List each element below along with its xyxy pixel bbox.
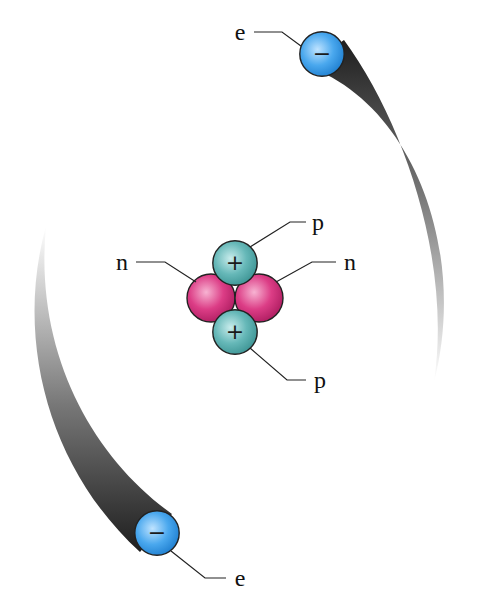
particle-circle	[213, 310, 257, 354]
leader-line	[276, 262, 336, 282]
leader-line	[136, 262, 196, 282]
leader-line	[254, 32, 305, 49]
part-label: n	[344, 250, 356, 274]
leader-line	[250, 348, 306, 380]
leader-line	[250, 222, 306, 247]
charge-sign: +	[212, 240, 258, 286]
orbit-trail	[306, 40, 444, 382]
part-label: p	[314, 368, 326, 392]
particle-circle	[300, 32, 344, 76]
electron: −	[299, 31, 345, 77]
orbit-trail	[35, 226, 172, 552]
part-label: e	[235, 566, 246, 590]
leader-line	[171, 551, 226, 578]
proton: +	[212, 240, 258, 286]
particle-circle	[213, 241, 257, 285]
electron: −	[134, 510, 180, 556]
charge-sign: −	[134, 510, 180, 556]
proton: +	[212, 309, 258, 355]
charge-sign: +	[212, 309, 258, 355]
part-label: p	[312, 210, 324, 234]
part-label: n	[116, 250, 128, 274]
particle-circle	[135, 511, 179, 555]
charge-sign: −	[299, 31, 345, 77]
part-label: e	[235, 20, 246, 44]
